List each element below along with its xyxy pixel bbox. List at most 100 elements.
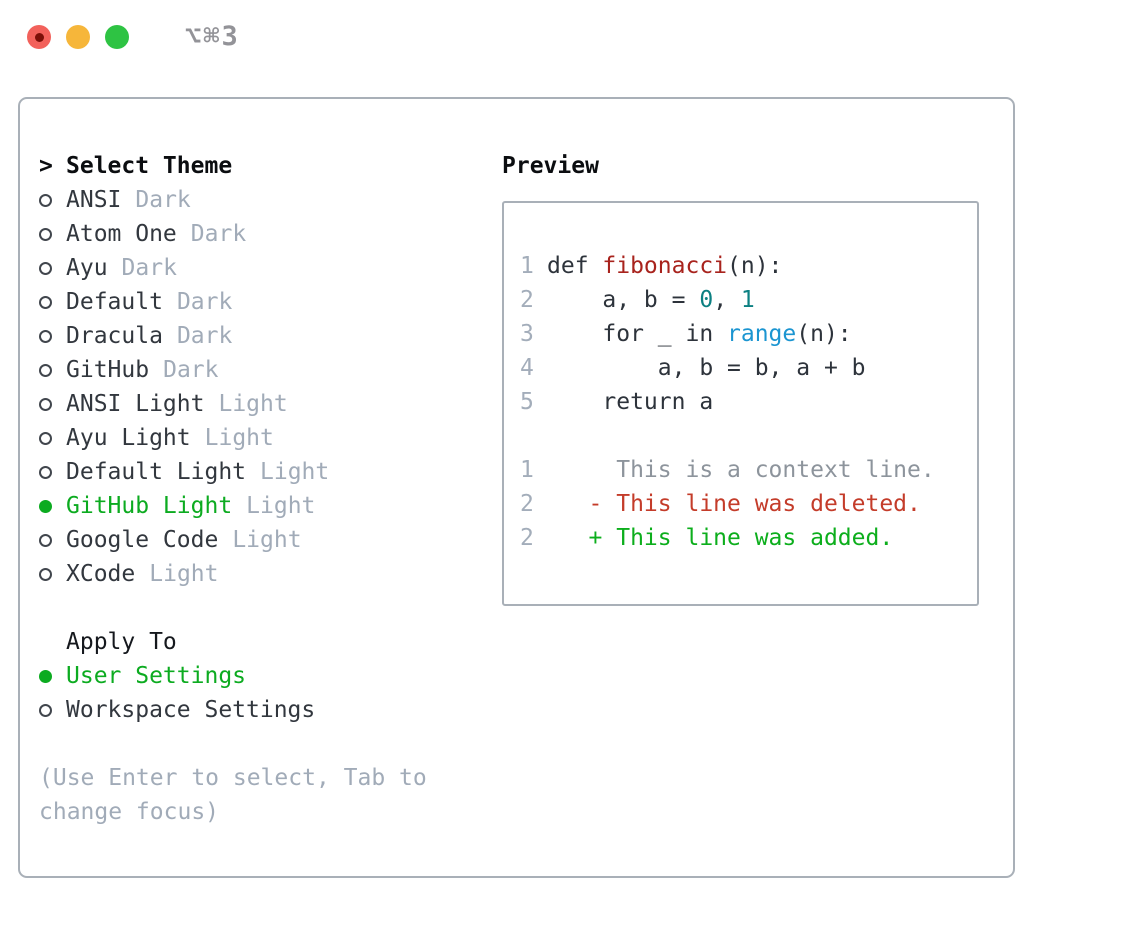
radio-icon <box>39 567 52 581</box>
line-number: 4 <box>520 355 534 381</box>
code-line: 2 a, b = 0, 1 <box>520 283 977 317</box>
code-line: 2 - This line was deleted. <box>520 487 977 521</box>
code-token-kw: def <box>547 253 603 279</box>
code-token-del: - This line was deleted. <box>547 491 921 517</box>
apply-option-user-settings[interactable]: User Settings <box>39 659 502 693</box>
theme-variant-tag: Light <box>246 493 316 519</box>
preview-header: Preview <box>502 153 599 179</box>
radio-selected-icon <box>39 499 52 513</box>
theme-option-label: Atom One <box>66 221 177 247</box>
radio-icon <box>39 397 52 411</box>
theme-option-label: ANSI <box>66 187 122 213</box>
code-token-pl: for _ in <box>547 321 728 347</box>
theme-option-label: Google Code <box>66 527 219 553</box>
theme-variant-tag: Dark <box>176 289 233 315</box>
theme-option-label: Default <box>66 289 163 315</box>
line-number: 2 <box>520 491 534 517</box>
theme-option-ayu-light[interactable]: Ayu Light Light <box>39 421 502 455</box>
code-line: 2 + This line was added. <box>520 521 977 555</box>
theme-variant-tag: Light <box>232 527 302 553</box>
theme-option-atom-one[interactable]: Atom One Dark <box>39 217 502 251</box>
line-number: 2 <box>520 525 534 551</box>
title-bar: ⌥⌘3 <box>0 0 1140 97</box>
theme-variant-tag: Dark <box>190 221 247 247</box>
apply-option-workspace-settings[interactable]: Workspace Settings <box>39 693 502 727</box>
theme-option-label: GitHub <box>66 357 150 383</box>
line-number: 1 <box>520 253 534 279</box>
code-token-ctx: This is a context line. <box>547 457 935 483</box>
theme-option-github[interactable]: GitHub Dark <box>39 353 502 387</box>
code-token-pl: return a <box>547 389 714 415</box>
theme-option-ansi-light[interactable]: ANSI Light Light <box>39 387 502 421</box>
radio-icon <box>39 431 52 445</box>
theme-variant-tag: Light <box>204 425 274 451</box>
theme-variant-tag: Dark <box>163 357 219 383</box>
theme-variant-tag: Light <box>260 459 330 485</box>
theme-option-label: Dracula <box>66 323 163 349</box>
theme-option-label: ANSI Light <box>66 391 205 417</box>
radio-selected-icon <box>39 669 52 683</box>
select-theme-header-label: Select Theme <box>66 153 233 179</box>
theme-option-label: XCode <box>66 561 136 587</box>
line-number: 2 <box>520 287 534 313</box>
radio-icon <box>39 465 52 479</box>
theme-option-label: Default Light <box>66 459 247 485</box>
theme-variant-tag: Dark <box>135 187 191 213</box>
code-token-pl: , <box>713 287 741 313</box>
code-token-pl: (n): <box>796 321 852 347</box>
close-button[interactable] <box>27 25 51 49</box>
code-token-num: 1 <box>740 287 755 313</box>
cursor-arrow-icon: > <box>39 153 53 179</box>
radio-icon <box>39 261 52 275</box>
window-title: ⌥⌘3 <box>185 21 240 52</box>
line-number: 1 <box>520 457 534 483</box>
radio-icon <box>39 193 52 207</box>
minimize-button[interactable] <box>66 25 90 49</box>
select-theme-header: > Select Theme <box>39 149 502 183</box>
line-number: 3 <box>520 321 534 347</box>
radio-icon <box>39 533 52 547</box>
code-token-bi: range <box>727 321 797 347</box>
radio-icon <box>39 703 52 717</box>
theme-option-ansi[interactable]: ANSI Dark <box>39 183 502 217</box>
theme-variant-tag: Light <box>218 391 288 417</box>
apply-to-header: Apply To <box>66 629 177 655</box>
radio-icon <box>39 329 52 343</box>
code-token-pl: (n): <box>727 253 783 279</box>
maximize-button[interactable] <box>105 25 129 49</box>
code-line: 5 return a <box>520 385 977 419</box>
theme-variant-tag: Light <box>149 561 219 587</box>
apply-option-label: Workspace Settings <box>66 697 316 723</box>
code-line <box>520 419 977 453</box>
theme-option-default-light[interactable]: Default Light Light <box>39 455 502 489</box>
code-token-pl: a, b = <box>547 287 700 313</box>
apply-option-label: User Settings <box>66 663 247 689</box>
radio-icon <box>39 363 52 377</box>
line-number: 5 <box>520 389 534 415</box>
close-dot-icon <box>34 32 44 42</box>
theme-option-label: Ayu <box>66 255 108 281</box>
keyboard-hint: (Use Enter to select, Tab to change focu… <box>39 765 427 825</box>
code-token-num: 0 <box>699 287 714 313</box>
theme-variant-tag: Dark <box>176 323 233 349</box>
theme-option-google-code[interactable]: Google Code Light <box>39 523 502 557</box>
theme-option-default[interactable]: Default Dark <box>39 285 502 319</box>
theme-option-xcode[interactable]: XCode Light <box>39 557 502 591</box>
code-line: 4 a, b = b, a + b <box>520 351 977 385</box>
code-line: 1 def fibonacci(n): <box>520 249 977 283</box>
code-token-fn: fibonacci <box>602 253 728 279</box>
theme-option-label: Ayu Light <box>66 425 191 451</box>
code-line: 1 This is a context line. <box>520 453 977 487</box>
radio-icon <box>39 295 52 309</box>
theme-option-dracula[interactable]: Dracula Dark <box>39 319 502 353</box>
